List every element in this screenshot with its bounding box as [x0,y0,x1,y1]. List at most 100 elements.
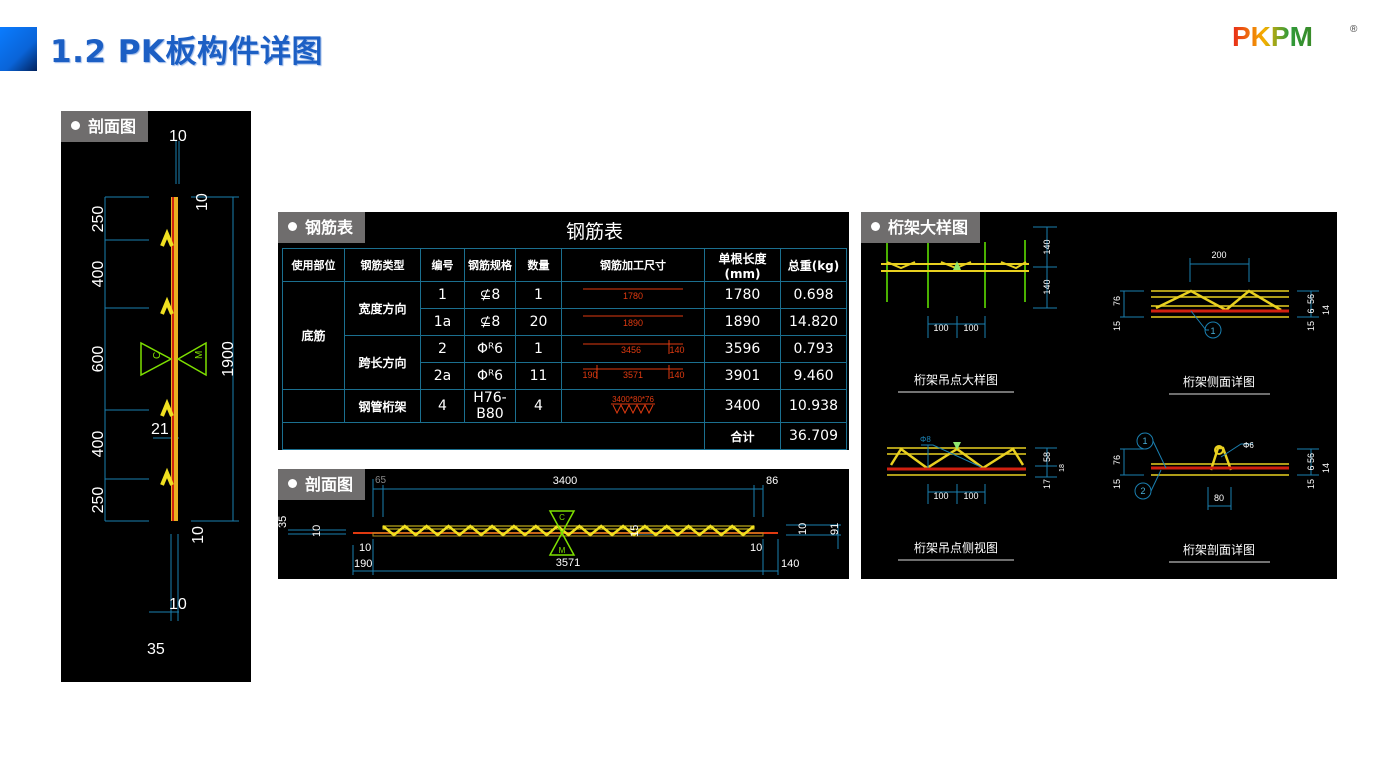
col-header: 使用部位 [282,248,345,282]
dim: 14 [1321,305,1331,315]
cell-spec: H76-B80 [464,389,516,423]
mark-m: M [194,351,205,359]
dim-side-10-top: 10 [194,193,211,211]
cell-group-span: 跨长方向 [344,335,421,390]
panel-tag-label: 钢筋表 [305,218,354,237]
dim-140: 140 [781,558,799,570]
dim-400-bottom: 400 [90,431,107,458]
callout-1: 1 [1142,436,1147,446]
view-caption: 桁架吊点大样图 [914,372,998,387]
cell-shape: 1890 [561,308,705,336]
cell-qty: 20 [515,308,562,336]
table-total-row: 合计 36.709 [282,422,847,450]
dim: 200 [1211,250,1226,260]
dim: 14 [1321,463,1331,473]
cell-no: 2 [420,335,465,363]
dim-35: 35 [147,641,165,658]
dim-190: 190 [354,558,372,570]
cell-part: 底筋 [282,281,345,390]
cell-weight: 0.793 [780,335,847,363]
panel-tag: 钢筋表 [278,212,366,243]
truss-cad-svg: 140 140 100 100 桁架吊点大样图 200 76 15 56 6 1… [881,226,1331,563]
cell-length: 3596 [704,335,781,363]
view-caption: 桁架剖面详图 [1183,542,1255,557]
callout-1: 1 [1210,326,1215,336]
panel-tag-label: 桁架大样图 [888,218,969,237]
cell-group-truss: 钢管桁架 [344,389,421,423]
section-cad-svg: C M 3400 65 86 35 10 10 190 3571 15 10 1… [278,475,841,575]
panel-tag-label: 剖面图 [88,117,137,136]
cell-weight: 10.938 [780,389,847,423]
cell-shape: 3400*80*76 [561,389,705,423]
cell-length: 3901 [704,362,781,390]
dim-bottom-10: 10 [169,596,187,613]
dim: 80 [1214,493,1224,503]
table-header-row: 使用部位 钢筋类型 编号 钢筋规格 数量 钢筋加工尺寸 单根长度(mm) 总重(… [282,248,847,282]
cell-qty: 1 [515,281,562,309]
vertical-section-drawing: 剖面图 C M 10 10 250 400 600 400 250 1900 [61,111,251,682]
cell-qty: 1 [515,335,562,363]
view-caption: 桁架吊点侧视图 [914,540,998,555]
rebar-note: Φ8 [920,435,931,444]
dim: 140 [1042,279,1052,294]
cell-spec: Φᴿ6 [464,362,516,390]
truss-web [382,524,755,537]
total-label: 合计 [704,422,781,450]
dim: 15 [1306,321,1316,331]
dim-left-10b: 10 [359,542,371,554]
col-header: 编号 [420,248,465,282]
cell-weight: 9.460 [780,362,847,390]
mark-m: M [559,546,566,555]
shape-dim: 1890 [623,318,643,328]
logo-text: PKPM [1232,22,1313,50]
dim-86: 86 [766,475,778,487]
longitudinal-section-drawing: C M 3400 65 86 35 10 10 190 3571 15 10 1… [278,469,849,579]
registered-mark: ® [1350,24,1358,35]
cell-spec: ⊈8 [464,308,516,336]
col-header: 总重(kg) [780,248,847,282]
shape-dim: 190 [582,370,597,380]
cell-weight: 14.820 [780,308,847,336]
panel-tag: 桁架大样图 [861,212,981,243]
total-weight: 36.709 [780,422,847,450]
dim-3400: 3400 [553,475,577,487]
dim-right-10b: 10 [797,523,809,535]
section-cad-svg: C M 10 10 250 400 600 400 250 1900 21 10… [90,128,239,658]
shape-dim: 3400*80*76 [612,395,654,404]
dim: 100 [933,323,948,333]
col-header: 钢筋加工尺寸 [561,248,705,282]
cell-length: 1890 [704,308,781,336]
dim: 140 [1042,239,1052,254]
mark-c: C [559,513,565,522]
title-accent-block [0,27,37,71]
cell-no: 1a [420,308,465,336]
page-title: 1.2 PK板构件详图 [50,34,323,70]
cell-empty [282,422,705,450]
dim: 100 [963,323,978,333]
dim-65: 65 [375,475,387,486]
panel-tag: 剖面图 [278,469,366,500]
dim: 58 [1042,452,1052,462]
dim: 17 [1042,479,1052,489]
dim: 56 [1306,453,1316,463]
cell-weight: 0.698 [780,281,847,309]
col-header: 单根长度(mm) [704,248,781,282]
cell-empty [282,389,345,423]
cell-spec: Φᴿ6 [464,335,516,363]
dim: 15 [1306,479,1316,489]
shape-dim: 3571 [623,370,643,380]
rebar-table-panel: 钢筋表 钢筋表 使用部位 钢筋类型 编号 钢筋规格 数量 钢筋加工尺寸 单根长度… [278,212,849,450]
panel-tag-label: 剖面图 [305,475,354,494]
dim-400-top: 400 [90,261,107,288]
truss-detail-drawing: 140 140 100 100 桁架吊点大样图 200 76 15 56 6 1… [861,212,1337,579]
table-row: 底筋 宽度方向 1 ⊈8 1 1780 1780 0.698 [282,281,847,390]
dim: 76 [1112,455,1122,465]
shape-dim: 3456 [621,345,641,355]
cell-qty: 11 [515,362,562,390]
cell-spec: ⊈8 [464,281,516,309]
callout-2: 2 [1140,486,1145,496]
